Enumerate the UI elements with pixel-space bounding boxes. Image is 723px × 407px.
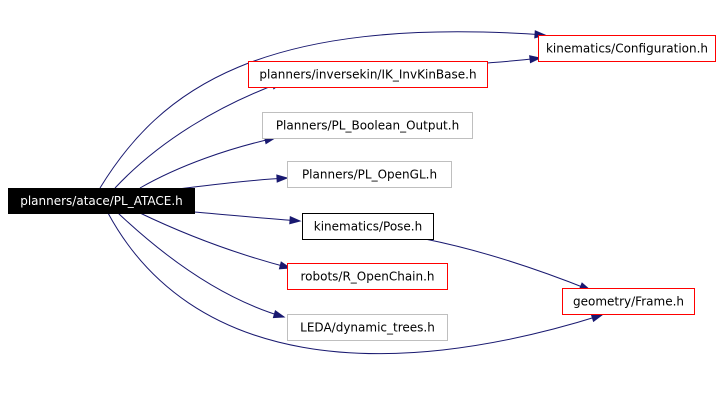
node-label: kinematics/Pose.h: [314, 220, 422, 234]
node-box: [8, 188, 195, 214]
node-label: planners/inversekin/IK_InvKinBase.h: [259, 68, 476, 82]
edge-line: [139, 212, 291, 269]
node-atace: planners/atace/PL_ATACE.h: [8, 188, 195, 214]
edge-line: [193, 211, 301, 222]
nodes-layer: planners/atace/PL_ATACE.h kinematics/Conf…: [8, 35, 716, 341]
node-box: [302, 213, 434, 240]
node-opengl[interactable]: Planners/PL_OpenGL.h: [287, 161, 452, 188]
node-configuration[interactable]: kinematics/Configuration.h: [538, 35, 716, 62]
node-label: geometry/Frame.h: [573, 295, 684, 309]
edge-atace-to-pose: [193, 211, 302, 225]
node-label: planners/atace/PL_ATACE.h: [20, 194, 183, 208]
edge-line: [114, 81, 283, 189]
arrowhead-icon: [289, 216, 302, 225]
node-frame[interactable]: geometry/Frame.h: [562, 288, 695, 315]
node-box: [562, 288, 695, 315]
edge-line: [107, 212, 603, 355]
node-box: [248, 61, 488, 88]
node-ikinvkinbase[interactable]: planners/inversekin/IK_InvKinBase.h: [248, 61, 488, 88]
arrowhead-icon: [276, 174, 289, 183]
node-label: robots/R_OpenChain.h: [300, 270, 434, 284]
node-label: LEDA/dynamic_trees.h: [300, 321, 435, 335]
edge-line: [139, 137, 276, 189]
edge-line: [117, 212, 285, 318]
node-box: [262, 112, 473, 139]
node-pose[interactable]: kinematics/Pose.h: [302, 213, 434, 240]
edge-line: [424, 238, 591, 291]
node-openchain[interactable]: robots/R_OpenChain.h: [287, 263, 448, 290]
arrowhead-icon: [529, 55, 542, 64]
node-label: kinematics/Configuration.h: [546, 42, 708, 56]
edge-line: [99, 31, 546, 189]
node-label: Planners/PL_Boolean_Output.h: [276, 119, 459, 133]
edge-atace-to-opengl: [169, 174, 289, 191]
edge-pose-to-frame: [424, 238, 592, 291]
node-box: [287, 263, 448, 290]
edge-atace-to-openchain: [139, 212, 292, 270]
node-dynamic_trees[interactable]: LEDA/dynamic_trees.h: [287, 314, 448, 341]
edge-ikinvkinbase-to-configuration: [486, 55, 542, 64]
node-boolean_output[interactable]: Planners/PL_Boolean_Output.h: [262, 112, 473, 139]
arrowhead-icon: [590, 314, 604, 323]
edge-atace-to-frame: [107, 212, 604, 355]
node-box: [287, 161, 452, 188]
arrowhead-icon: [272, 310, 286, 319]
node-label: Planners/PL_OpenGL.h: [302, 168, 437, 182]
node-box: [538, 35, 716, 62]
node-box: [287, 314, 448, 341]
edge-atace-to-dynamic_trees: [117, 212, 286, 319]
